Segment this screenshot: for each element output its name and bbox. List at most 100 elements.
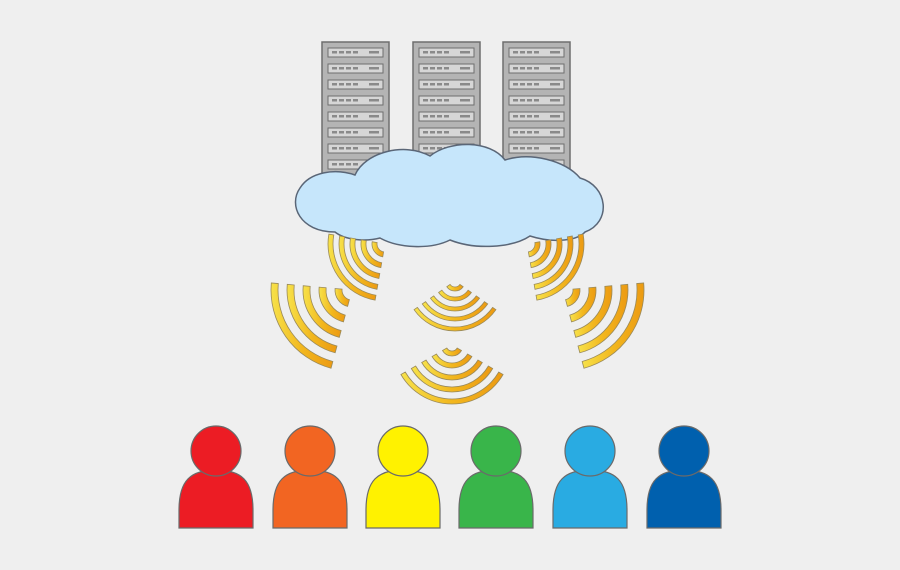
slot-led xyxy=(332,131,337,134)
slot-led xyxy=(550,115,560,118)
slot-led xyxy=(346,51,351,54)
signal-arc xyxy=(531,237,563,279)
user-icon xyxy=(458,425,534,529)
slot-led xyxy=(423,83,428,86)
slot-led xyxy=(460,83,470,86)
slot-led xyxy=(460,67,470,70)
slot-led xyxy=(423,51,428,54)
slot-led xyxy=(534,67,539,70)
user-body xyxy=(272,469,348,529)
slot-led xyxy=(353,115,358,118)
servers-group xyxy=(321,41,571,186)
signal-upper-center xyxy=(413,283,497,332)
signal-arc xyxy=(535,233,585,301)
slot-led xyxy=(353,83,358,86)
slot-led xyxy=(444,115,449,118)
wireless-signal-icon xyxy=(327,233,385,301)
slot-led xyxy=(369,67,379,70)
slot-led xyxy=(346,147,351,150)
slot-led xyxy=(430,131,435,134)
slot-led xyxy=(520,99,525,102)
signal-arc xyxy=(400,371,504,405)
signal-arc xyxy=(429,295,481,312)
server-left xyxy=(321,41,390,186)
slot-led xyxy=(346,115,351,118)
signal-arc xyxy=(360,239,383,269)
signals-group xyxy=(270,233,645,405)
slot-led xyxy=(513,131,518,134)
signal-arc xyxy=(527,241,541,258)
slot-led xyxy=(527,67,532,70)
slot-led xyxy=(444,83,449,86)
slot-led xyxy=(430,147,435,150)
slot-led xyxy=(369,147,379,150)
signal-arc xyxy=(327,233,377,301)
signal-arc xyxy=(286,283,338,354)
slot-led xyxy=(437,131,442,134)
user-icon xyxy=(365,425,441,529)
slot-led xyxy=(437,51,442,54)
signal-arc xyxy=(438,289,472,302)
signal-upper-right xyxy=(527,233,585,301)
slot-led xyxy=(339,51,344,54)
wireless-signal-icon xyxy=(400,347,504,405)
signal-mid-left xyxy=(270,282,350,369)
wireless-signal-icon xyxy=(270,282,350,369)
slot-led xyxy=(346,67,351,70)
slot-led xyxy=(423,67,428,70)
slot-led xyxy=(339,99,344,102)
signal-arc xyxy=(446,283,464,292)
user-body xyxy=(458,469,534,529)
user-light-blue xyxy=(552,425,628,529)
signal-arc xyxy=(302,285,342,338)
slot-led xyxy=(527,83,532,86)
slot-led xyxy=(520,147,525,150)
user-red xyxy=(178,425,254,529)
slot-led xyxy=(534,131,539,134)
signal-arc xyxy=(421,301,489,322)
signal-arc xyxy=(431,353,473,369)
slot-led xyxy=(513,115,518,118)
signal-arc xyxy=(581,282,645,369)
slot-led xyxy=(534,99,539,102)
slot-led xyxy=(332,163,337,166)
cloud-group xyxy=(294,143,604,248)
slot-led xyxy=(527,99,532,102)
slot-led xyxy=(550,131,560,134)
signal-arc xyxy=(529,239,552,269)
user-head xyxy=(470,425,522,477)
slot-led xyxy=(369,83,379,86)
slot-led xyxy=(339,115,344,118)
slot-led xyxy=(460,99,470,102)
slot-led xyxy=(430,115,435,118)
slot-led xyxy=(353,131,358,134)
slot-led xyxy=(520,131,525,134)
slot-led xyxy=(346,83,351,86)
signal-mid-right xyxy=(565,282,645,369)
slot-led xyxy=(550,67,560,70)
signal-arc xyxy=(371,241,385,258)
user-body xyxy=(365,469,441,529)
slot-led xyxy=(527,147,532,150)
slot-led xyxy=(339,131,344,134)
user-blue xyxy=(646,425,722,529)
cloud-icon xyxy=(294,143,604,248)
slot-led xyxy=(437,99,442,102)
slot-led xyxy=(369,131,379,134)
signal-arc xyxy=(318,286,346,323)
slot-led xyxy=(437,83,442,86)
signal-upper-left xyxy=(327,233,385,301)
slot-led xyxy=(369,99,379,102)
slot-led xyxy=(332,99,337,102)
slot-led xyxy=(550,147,560,150)
user-body xyxy=(178,469,254,529)
user-icon xyxy=(552,425,628,529)
slot-led xyxy=(550,83,560,86)
slot-led xyxy=(353,99,358,102)
slot-led xyxy=(430,99,435,102)
user-head xyxy=(377,425,429,477)
signal-lower-center xyxy=(400,347,504,405)
slot-led xyxy=(332,115,337,118)
signal-arc xyxy=(569,286,597,323)
